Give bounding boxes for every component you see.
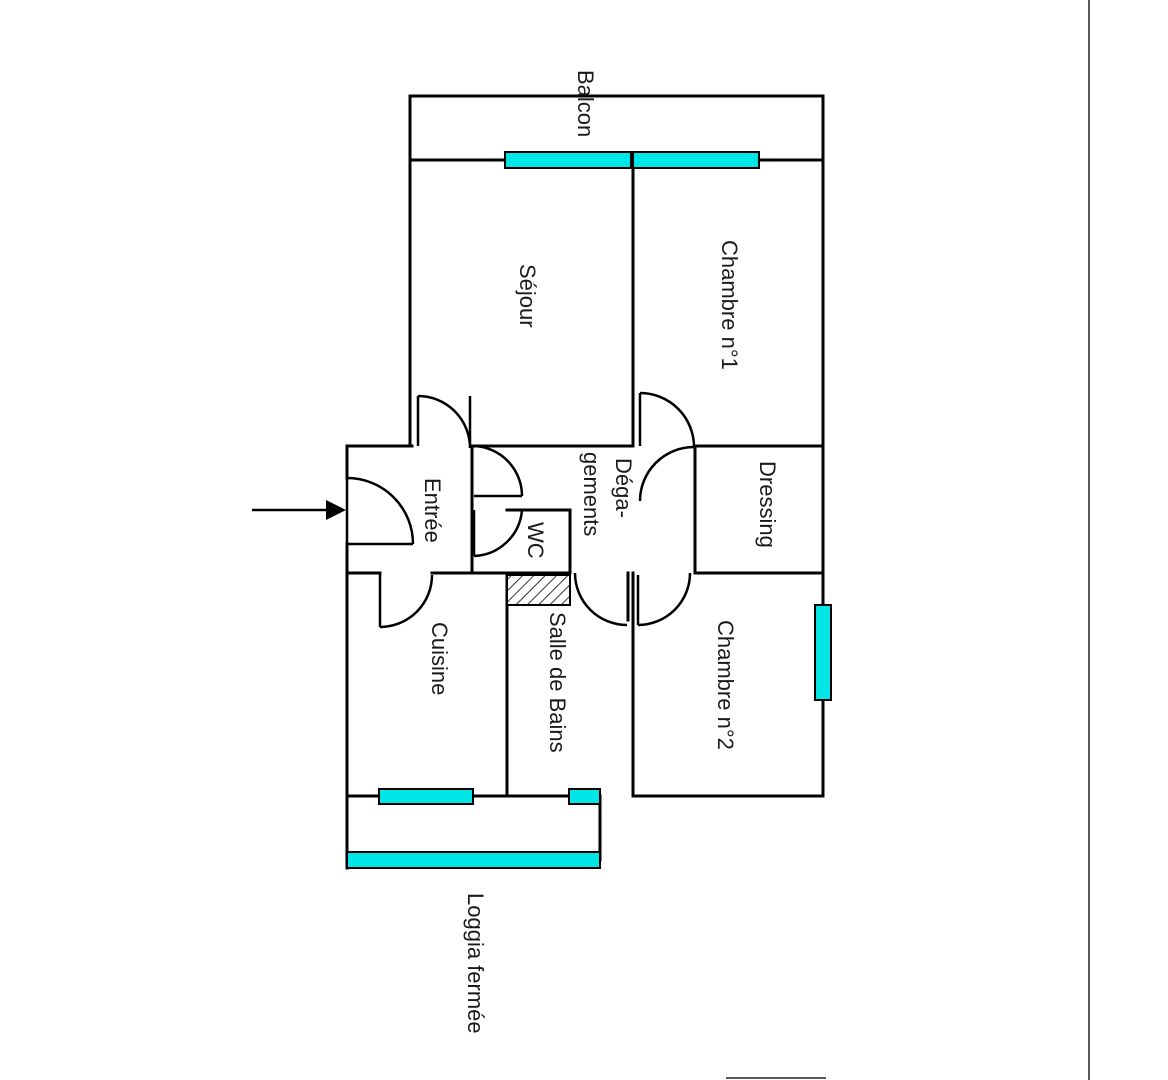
bathroom-window [568, 788, 601, 805]
label-dressing: Dressing [755, 461, 780, 548]
label-wc: WC [523, 522, 548, 559]
balcony-outline [408, 94, 825, 162]
entrance-door [345, 476, 415, 546]
loggia-window [346, 851, 601, 869]
cuisine-window [378, 788, 474, 805]
label-entree: Entrée [420, 478, 445, 543]
label-balcon: Balcon [573, 70, 598, 137]
label-chambre1: Chambre n°1 [717, 240, 742, 370]
label-chambre2: Chambre n°2 [713, 620, 738, 750]
cuisine-door [378, 573, 434, 629]
balcony-window-right [632, 151, 760, 169]
label-salle-de-bains: Salle de Bains [545, 612, 570, 753]
salle-de-bains-door [573, 572, 628, 627]
chambre1-door [638, 391, 696, 502]
label-loggia: Loggia fermée [463, 893, 488, 1034]
interior-walls [345, 158, 825, 798]
doors [345, 391, 696, 629]
entrance-arrow [252, 500, 346, 520]
chambre2-window [814, 604, 832, 701]
label-degagements-2: gements [579, 452, 604, 536]
hatched-shaft [506, 574, 571, 606]
wc-door [472, 444, 524, 558]
sejour-door [416, 394, 472, 449]
label-sejour: Séjour [515, 264, 540, 328]
balcony-window-left [504, 151, 632, 169]
label-degagements-1: Déga- [611, 458, 636, 518]
chambre2-door [636, 572, 692, 627]
label-cuisine: Cuisine [427, 622, 452, 695]
windows [346, 151, 832, 869]
